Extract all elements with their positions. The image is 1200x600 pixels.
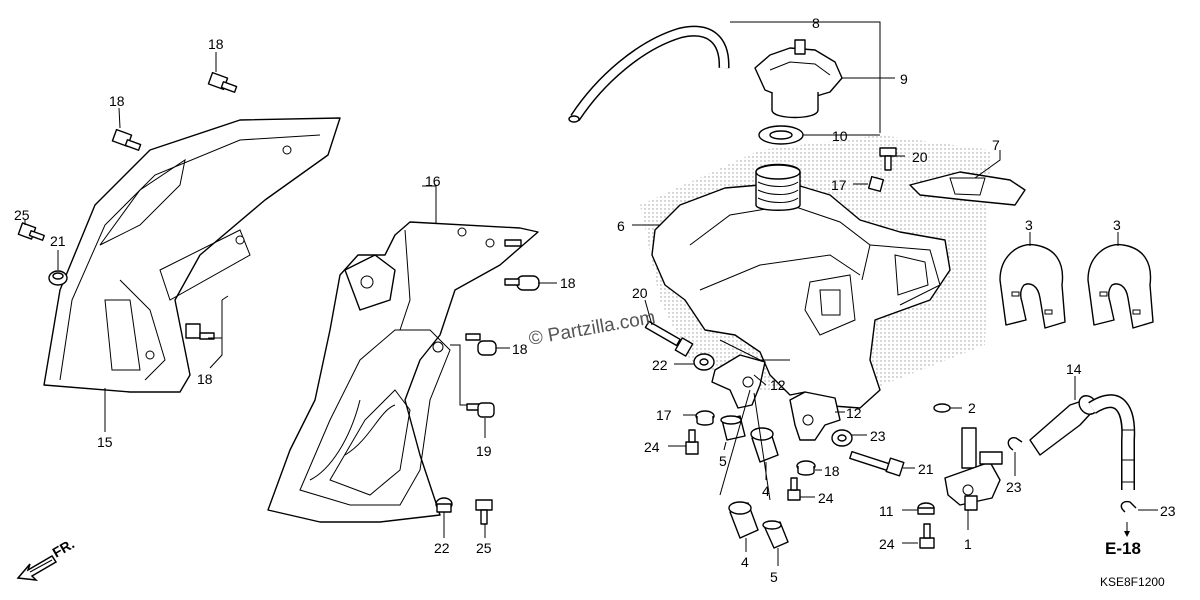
bolt-18-b (111, 128, 142, 151)
bracket-12-right (789, 391, 841, 441)
callout-12: 12 (770, 377, 786, 393)
bolt-18-c (185, 323, 215, 340)
callout-14: 15 (97, 434, 113, 450)
callout-25: 25 (14, 207, 30, 223)
callout-21: 21 (50, 233, 66, 249)
callout-18: 18 (109, 93, 125, 109)
bolt-20-upper (644, 320, 694, 357)
callout-22: 22 (652, 357, 668, 373)
callout-6: 6 (617, 218, 625, 234)
shroud-left (43, 117, 341, 393)
bolt-18-f (466, 402, 495, 418)
callout-24: 24 (879, 536, 895, 552)
front-label: FR. (50, 535, 78, 560)
callout-10: 10 (832, 128, 848, 144)
callout-18: 18 (512, 341, 528, 357)
fuel-line (1029, 394, 1136, 490)
watermark: © Partzilla.com (527, 307, 657, 350)
callout-4: 4 (762, 483, 770, 499)
bolt-19 (879, 147, 897, 171)
clip-23-upper (1007, 437, 1023, 451)
fuel-cap (754, 39, 843, 119)
bolt-25-left (17, 222, 45, 241)
collar-17-left (695, 410, 715, 426)
callout-17: 18 (824, 463, 840, 479)
callout-24: 24 (818, 490, 834, 506)
callout-4: 4 (741, 554, 749, 570)
callout-2: 2 (968, 400, 976, 416)
callout-labels: 18 18 25 21 18 15 16 18 18 19 22 25 6 8 … (14, 15, 1176, 585)
bolt-18-a (207, 71, 238, 93)
callout-18: 18 (560, 275, 576, 291)
callout-7: 7 (992, 137, 1000, 153)
collar-17-right (796, 460, 816, 476)
callout-20: 20 (632, 285, 648, 301)
bolt-24-mid (787, 477, 801, 501)
washer-22-left (693, 353, 715, 371)
callout-5: 5 (770, 569, 778, 585)
tank-bracket (909, 171, 1026, 206)
callout-3: 3 (1113, 217, 1121, 233)
fuel-valve (944, 427, 1003, 511)
cushion-4-lower (728, 501, 759, 539)
nut-21-left (48, 270, 68, 286)
callout-12: 12 (846, 405, 862, 421)
washer-22-right (831, 429, 853, 447)
callout-23: 23 (1006, 479, 1022, 495)
clip-16 (867, 175, 885, 193)
nut-21-bottom (435, 497, 453, 513)
callout-1: 1 (964, 536, 972, 552)
bolt-18-e (465, 333, 497, 356)
callout-23: 23 (1160, 503, 1176, 519)
rubber-3-left (999, 243, 1066, 329)
fuel-tank (651, 163, 951, 409)
cushion-4-upper (750, 427, 779, 463)
callout-22: 23 (870, 428, 886, 444)
callout-20: 21 (918, 461, 934, 477)
o-ring-2 (933, 403, 951, 413)
breather-tube (568, 25, 730, 123)
callout-16: 17 (831, 177, 847, 193)
bolt-24-left (685, 429, 699, 455)
rubber-3-right (1087, 243, 1154, 329)
callout-18: 19 (476, 443, 492, 459)
screw-11 (917, 502, 935, 515)
callout-11: 11 (879, 503, 894, 519)
callout-9: 9 (900, 71, 908, 87)
bolt-20-lower (849, 450, 905, 477)
callout-17: 17 (656, 407, 672, 423)
callout-15: 16 (425, 173, 441, 189)
section-ref-label: E-18 (1105, 539, 1141, 558)
section-reference: E-18 (1105, 522, 1141, 558)
callout-18: 18 (197, 371, 213, 387)
callout-8: 8 (812, 15, 820, 31)
callout-25: 25 (476, 540, 492, 556)
callout-13: 14 (1066, 361, 1082, 377)
cap-seal (758, 125, 804, 145)
callout-18: 18 (208, 36, 224, 52)
bushing-5-lower (762, 520, 789, 549)
front-direction-arrow: FR. (16, 535, 78, 581)
bolt-24-bottom (919, 523, 935, 549)
shroud-right (267, 221, 539, 523)
callout-5: 5 (719, 453, 727, 469)
callout-21: 22 (434, 540, 450, 556)
callout-24: 24 (644, 439, 660, 455)
callout-3: 3 (1025, 217, 1033, 233)
diagram-code: KSE8F1200 (1100, 575, 1165, 589)
bushing-5-upper (720, 415, 746, 441)
bracket-12-left (711, 354, 766, 409)
callout-19: 20 (912, 149, 928, 165)
clip-23-lower (1120, 500, 1137, 513)
leader-lines (24, 21, 1158, 566)
bolt-18-d (504, 239, 540, 291)
bolt-25-bottom (475, 499, 493, 525)
